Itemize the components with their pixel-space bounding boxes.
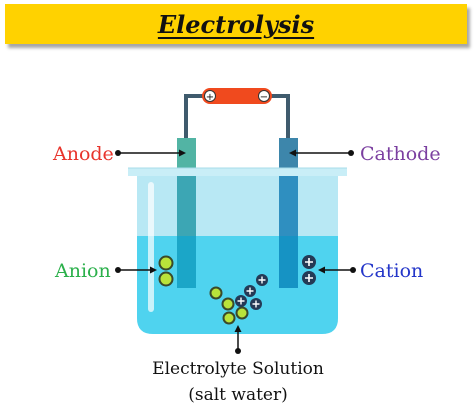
wire-circuit: [184, 94, 290, 138]
anion-particle: [209, 286, 223, 300]
anion-particle: [222, 311, 236, 325]
anion-pointer: [115, 266, 157, 274]
solution-caption-line1: Electrolyte Solution: [152, 359, 324, 379]
battery: + −: [202, 88, 272, 104]
anion-label: Anion: [54, 260, 111, 282]
anode-label: Anode: [52, 143, 114, 165]
solution-pointer: [234, 325, 242, 354]
anion-particle: [158, 271, 174, 287]
cation-pointer: [318, 266, 356, 274]
cation-particle: [235, 295, 247, 307]
page-title: Electrolysis: [157, 9, 315, 39]
anion-particle: [235, 306, 249, 320]
cathode-label: Cathode: [360, 143, 441, 165]
anion-particle: [158, 255, 174, 271]
anode-pointer: [115, 149, 186, 157]
battery-negative-terminal: −: [260, 92, 268, 103]
label-pointers: [115, 149, 356, 354]
battery-positive-terminal: +: [206, 92, 214, 103]
cation-particle: [256, 274, 268, 286]
cathode-pointer: [289, 149, 354, 157]
anion-particle: [221, 297, 235, 311]
title-banner: Electrolysis: [5, 4, 467, 44]
cation-particles: [235, 255, 316, 310]
beaker: [128, 167, 347, 334]
solution-caption-line2: (salt water): [188, 385, 288, 405]
cation-particle: [244, 285, 256, 297]
cation-particle: [250, 298, 262, 310]
cation-label: Cation: [360, 260, 423, 282]
cation-particle: [302, 271, 316, 285]
cation-particle: [302, 255, 316, 269]
anion-particles: [158, 255, 249, 325]
